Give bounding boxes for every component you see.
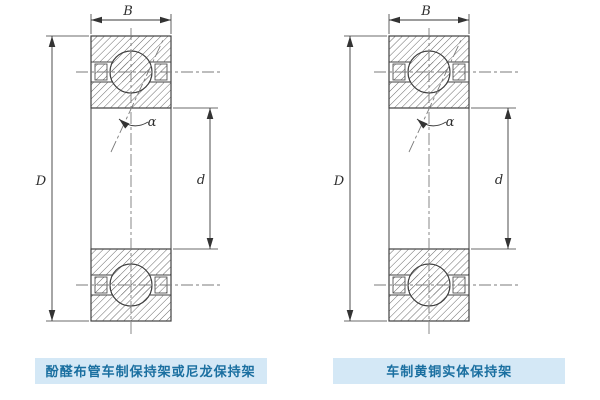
dimension-alpha: α — [118, 115, 156, 130]
bearing-cross-section-right: B D d α — [333, 4, 521, 336]
caption-left: 酚醛布管车制保持架或尼龙保持架 — [34, 358, 267, 384]
caption-right: 车制黄铜实体保持架 — [333, 358, 566, 384]
dim-label-alpha: α — [147, 115, 156, 130]
dim-label-B: B — [122, 4, 133, 19]
figure-bearing-left: B D d α 酚醛布管车制保持架或尼龙保持架 — [3, 0, 299, 384]
dimension-d: d — [471, 107, 517, 250]
figure-bearing-right: B D d α 车制黄铜实体保持架 — [301, 0, 597, 384]
dimension-alpha: α — [417, 115, 455, 130]
bearing-cross-section-left: B D d α — [34, 4, 222, 336]
dim-label-d: d — [495, 173, 503, 188]
dimension-d: d — [172, 107, 218, 250]
dimension-D: D — [34, 35, 89, 322]
dimension-B: B — [90, 4, 172, 34]
bottom-ring-assembly — [388, 248, 470, 322]
dimension-D: D — [333, 35, 388, 322]
dimension-B: B — [388, 4, 470, 34]
dim-label-D: D — [333, 174, 345, 189]
dim-label-B: B — [421, 4, 432, 19]
dim-label-alpha: α — [446, 115, 455, 130]
dim-label-D: D — [34, 174, 46, 189]
dim-label-d: d — [196, 173, 204, 188]
